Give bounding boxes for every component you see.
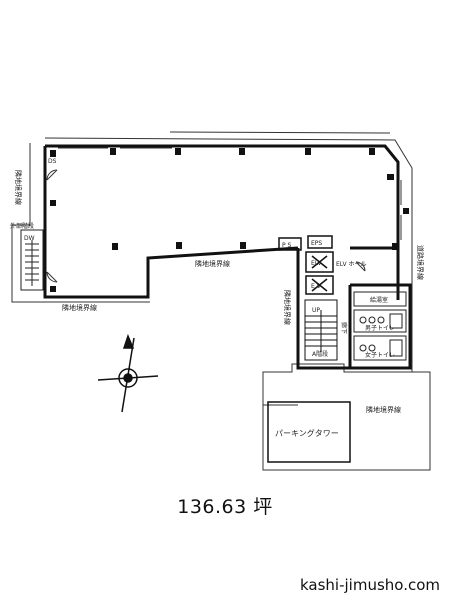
floor-area-label: 136.63 坪 [177, 496, 273, 518]
door-swings [46, 169, 366, 283]
label-parking-tower: パーキングタワー [275, 428, 339, 438]
building-walls [43, 144, 412, 370]
elevators [305, 251, 334, 295]
label-boundary-center: 隣地境界線 [195, 259, 230, 268]
window-marks [58, 147, 402, 240]
label-kitchen: 給湯室 [370, 296, 388, 304]
label-boundary-right: 道路境界線 [416, 245, 425, 280]
label-boundary-left-bottom: 隣地境界線 [62, 303, 97, 312]
label-dw: DW [24, 235, 35, 242]
label-elv1: ELV [311, 260, 322, 267]
label-ds: DS [48, 158, 57, 165]
label-up: UP [312, 307, 320, 314]
toilet-block [353, 291, 407, 361]
label-ps: P S [282, 242, 292, 249]
site-url: kashi-jimusho.com [299, 576, 440, 594]
label-boundary-bottom: 隣地境界線 [366, 405, 401, 414]
label-womens-wc: 女子トイレ [365, 351, 395, 359]
core-stair [304, 299, 338, 361]
north-arrow-icon [97, 333, 159, 413]
parking-tower [267, 401, 351, 463]
core-ps-eps [278, 235, 333, 251]
label-stair-note: A階段 [312, 350, 328, 358]
label-corridor: 廊下 [340, 322, 348, 334]
site-outline [11, 131, 431, 471]
left-exterior-stair [20, 229, 44, 291]
label-eps: EPS [311, 240, 322, 247]
label-elv2: E.V [311, 283, 322, 290]
label-elv-hall: ELV ホール [336, 261, 367, 268]
label-left-stair: 外部階段 [10, 222, 34, 230]
label-mens-wc: 男子トイレ [365, 325, 395, 332]
label-boundary-left: 隣地境界線 [14, 170, 23, 205]
columns [50, 148, 409, 292]
label-boundary-core: 隣地境界線 [283, 290, 292, 325]
